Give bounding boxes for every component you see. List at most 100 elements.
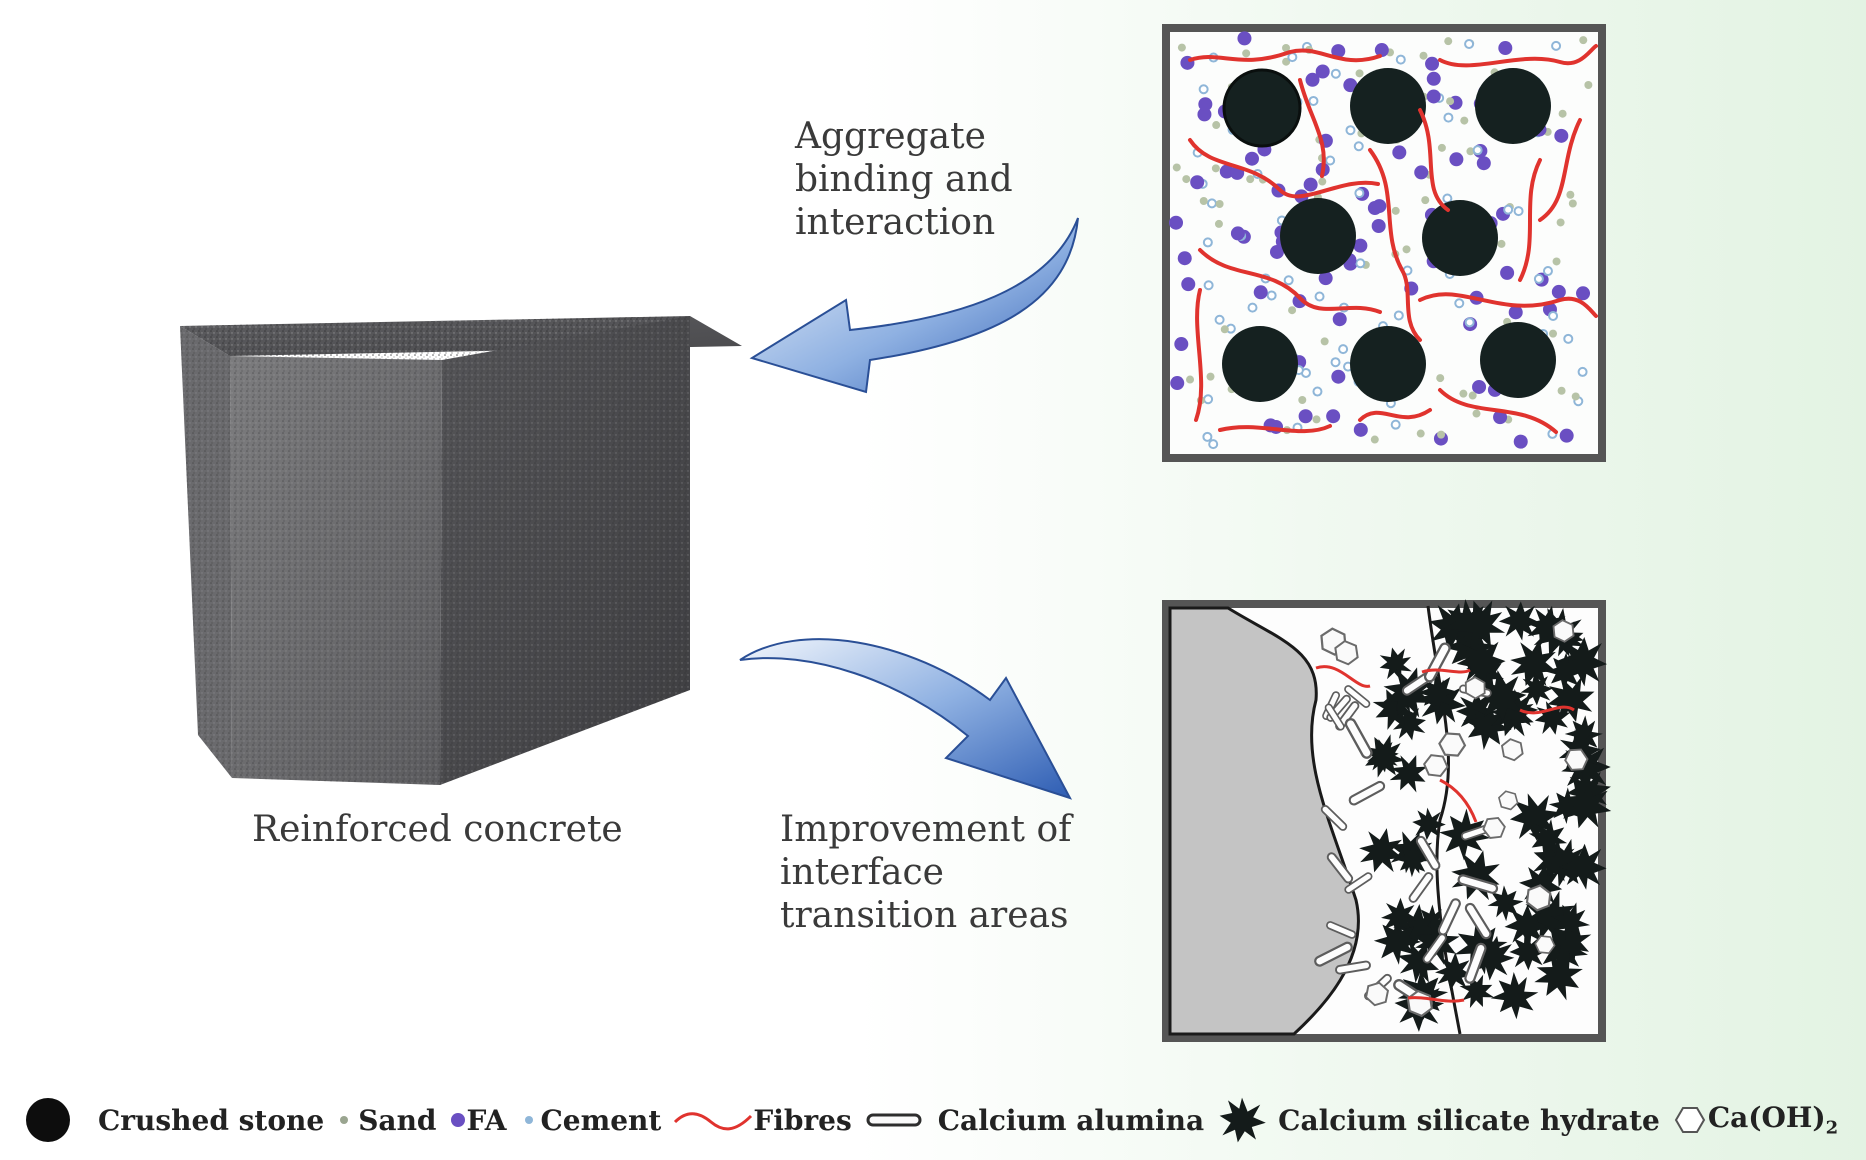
particle-dot	[1513, 206, 1524, 217]
particle-dot	[1497, 239, 1506, 248]
particle-dot	[1345, 125, 1356, 136]
particle-dot	[1421, 196, 1430, 205]
particle-dot	[1182, 175, 1191, 184]
particle-dot	[1174, 337, 1189, 352]
particle-dot	[1312, 415, 1321, 424]
particle-dot	[1508, 305, 1523, 320]
particle-dot	[1318, 271, 1333, 286]
particle-dot	[1214, 314, 1225, 325]
particle-dot	[1343, 78, 1358, 93]
particle-dot	[1244, 151, 1259, 166]
label-line: interface	[780, 852, 944, 894]
legend-item-caoh: Ca(OH)2	[1672, 1101, 1850, 1139]
particle-dot	[1391, 206, 1400, 215]
particle-dot	[1493, 410, 1508, 425]
particle-dot	[1203, 394, 1214, 405]
particle-dot	[1242, 49, 1251, 58]
particle-dot	[1571, 392, 1580, 401]
particle-dot	[1211, 164, 1220, 173]
particle-dot	[1558, 109, 1567, 118]
particle-dot	[1444, 37, 1453, 46]
particle-dot	[1355, 258, 1366, 269]
particle-dot	[1353, 141, 1364, 152]
particle-dot	[1230, 226, 1245, 241]
particle-dot	[1354, 188, 1365, 199]
particle-dot	[1466, 147, 1475, 156]
particle-dot	[1460, 116, 1469, 125]
particle-dot	[1247, 302, 1258, 313]
particle-dot	[1459, 389, 1468, 398]
particle-dot	[1426, 89, 1441, 104]
particle-dot	[1298, 409, 1313, 424]
legend-label: Sand	[358, 1103, 437, 1137]
particle-dot	[1395, 54, 1406, 65]
particle-dot	[1568, 199, 1577, 208]
particle-dot	[1355, 69, 1364, 78]
particle-dot	[1464, 38, 1475, 49]
particle-dot	[1197, 107, 1212, 122]
particle-dot	[1326, 409, 1341, 424]
particle-dot	[1177, 251, 1192, 266]
particle-dot	[1353, 238, 1368, 253]
particle-dot	[1353, 422, 1368, 437]
particle-dot	[1425, 56, 1440, 71]
particle-dot	[1556, 218, 1565, 227]
particle-dot	[1220, 325, 1229, 334]
particle-dot	[1559, 428, 1574, 443]
particle-dot	[1533, 273, 1544, 284]
particle-dot	[1181, 277, 1196, 292]
particle-dot	[1503, 204, 1514, 215]
fibres	[1188, 44, 1598, 434]
particle-dot	[1374, 43, 1389, 58]
particle-dot	[1172, 163, 1181, 172]
particle-dot	[1402, 245, 1411, 254]
particle-dot	[1551, 40, 1562, 51]
particle-dot	[1246, 175, 1255, 184]
particle-dot	[1579, 36, 1588, 45]
legend-item-fibres: Fibres	[673, 1104, 863, 1137]
particle-dot	[1303, 177, 1318, 192]
particle-dot	[1206, 372, 1215, 381]
particle-dot	[1437, 430, 1446, 439]
upper-arrow	[749, 217, 1079, 394]
particle-dot	[1308, 95, 1319, 106]
particle-dot	[1312, 386, 1323, 397]
particle-dot	[1416, 429, 1425, 438]
star-crystal-icon	[1219, 1097, 1266, 1143]
particle-dot	[1214, 219, 1223, 228]
aggregate-binding-label: Aggregate binding and interaction	[795, 115, 1055, 245]
legend-item-sand: Sand	[336, 1104, 448, 1137]
particle-dot	[1554, 128, 1569, 143]
particle-dot	[1253, 285, 1268, 300]
cement-dot-icon	[525, 1116, 534, 1124]
particle-dot	[1219, 164, 1234, 179]
particle-dot	[1198, 97, 1213, 112]
particle-dot	[1330, 68, 1341, 79]
label-line: transition areas	[780, 895, 1069, 937]
particle-dot	[1426, 71, 1441, 86]
particle-dot	[1282, 44, 1291, 53]
legend-item-crushed-stone: Crushed stone	[22, 1094, 336, 1146]
particle-dot	[1169, 215, 1184, 230]
rod-icon	[866, 1113, 922, 1127]
particle-dot	[1551, 284, 1566, 299]
particle-dot	[1392, 145, 1407, 160]
particle-dot	[1476, 156, 1491, 171]
particle-dot	[1443, 112, 1454, 123]
particle-dot	[1203, 280, 1214, 291]
particle-dot	[1170, 376, 1185, 391]
particle-dot	[1436, 374, 1445, 383]
legend-label: Fibres	[753, 1103, 852, 1137]
aggregate-matrix-panel	[1162, 24, 1606, 462]
particle-dot	[1186, 375, 1195, 384]
particle-dot	[1283, 275, 1294, 286]
interface-transition-label: Improvement of interface transition area…	[780, 808, 1080, 938]
legend-label: FA	[466, 1103, 507, 1137]
particle-dot	[1577, 366, 1588, 377]
particle-dot	[1320, 337, 1329, 346]
fibre-squiggle-icon	[674, 1112, 753, 1131]
particle-dot	[1419, 51, 1428, 60]
legend-item-calcium-alumina: Calcium alumina	[864, 1104, 1216, 1137]
concrete-cube	[180, 316, 742, 785]
